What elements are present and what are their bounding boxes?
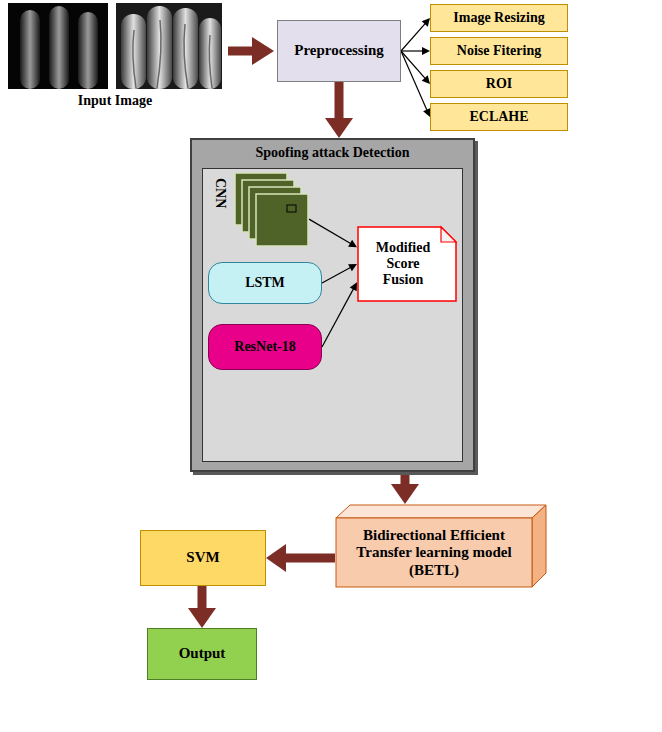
node-label: Spoofing attack Detection [192, 145, 473, 161]
cnn-outline [234, 172, 309, 248]
node-label: Preprocessing [294, 42, 383, 59]
step-box: Image Resizing [430, 4, 568, 32]
classifier-box: SVM [140, 530, 266, 586]
arrow-connector [401, 18, 430, 51]
finger [78, 12, 98, 89]
node-label: Noise Fitering [457, 43, 541, 59]
node-label: ResNet-18 [234, 339, 295, 355]
finger [147, 6, 172, 89]
cube-side [532, 505, 546, 587]
arrow-shaft [228, 47, 255, 56]
cnn-stack: CNN [212, 172, 309, 248]
node-label: Modified Score Fusion [365, 240, 441, 288]
node-label: SVM [186, 549, 219, 566]
arrow-head [252, 37, 274, 65]
arrow-head [266, 544, 286, 572]
feature-map [256, 194, 308, 246]
model-box: ResNet-18 [208, 324, 322, 370]
arrow-connector [322, 282, 357, 347]
arrow-head [391, 484, 419, 504]
step-box: Noise Fitering [430, 37, 568, 65]
arrow-shaft [335, 82, 344, 122]
process-box: Preprocessing [277, 20, 401, 82]
arrow-shaft [401, 50, 424, 51]
finger [20, 10, 40, 89]
arrow-shaft [309, 219, 351, 244]
arrow-connector [401, 51, 430, 117]
step-box: ECLAHE [430, 103, 568, 131]
output-box: Output [147, 628, 257, 680]
hand-vein-image [116, 3, 222, 89]
arrow-shaft [401, 51, 427, 111]
image-ground [116, 3, 222, 89]
document-body [358, 227, 456, 301]
model-box: LSTM [208, 262, 322, 304]
node-label: Image Resizing [453, 10, 544, 26]
image-caption: Input Image [8, 93, 222, 109]
arrow-shaft [401, 23, 426, 51]
arrow-head [350, 282, 357, 291]
node-label: Bidirectional Efficient Transfer learnin… [341, 527, 527, 579]
connector-layer [192, 140, 473, 470]
step-box: ROI [430, 70, 568, 98]
arrow-head [422, 75, 430, 84]
arrow-shaft [401, 51, 426, 79]
folded-corner [441, 227, 456, 242]
cube-front [336, 518, 532, 587]
node-label: LSTM [245, 275, 285, 291]
arrow-shaft [322, 288, 354, 347]
group-frame: Spoofing attack DetectionCNN LSTM ResNet-1… [190, 138, 475, 472]
arrow-head [422, 18, 430, 27]
image-ground [8, 3, 108, 89]
arrow-head [422, 47, 430, 55]
arrow-head [348, 240, 357, 247]
block-arrow [325, 82, 353, 138]
label-text: Input Image [78, 93, 152, 108]
node-label: CNN [212, 178, 228, 208]
cube-top [336, 505, 546, 518]
arrow-connector [401, 47, 430, 55]
block-arrow [228, 37, 274, 65]
node-label: ECLAHE [469, 109, 528, 125]
node-label: Output [179, 645, 226, 662]
finger-vein-image [8, 3, 108, 89]
finger [49, 6, 69, 89]
arrow-shaft [282, 554, 335, 563]
arrow-head [325, 118, 353, 138]
cube-box: Bidirectional Efficient Transfer learnin… [335, 504, 547, 588]
document-shape: Modified Score Fusion [357, 226, 457, 302]
block-arrow [266, 544, 335, 572]
kernel-window [287, 205, 296, 212]
node-label: ROI [486, 76, 512, 92]
arrow-connector [322, 264, 357, 283]
arrow-head [188, 608, 216, 628]
arrow-shaft [322, 267, 351, 283]
vein [133, 20, 212, 88]
block-arrow [188, 586, 216, 628]
arrow-head [348, 264, 357, 271]
block-arrow [391, 472, 419, 504]
arrow-connector [309, 219, 357, 247]
arrow-connector [401, 51, 430, 84]
